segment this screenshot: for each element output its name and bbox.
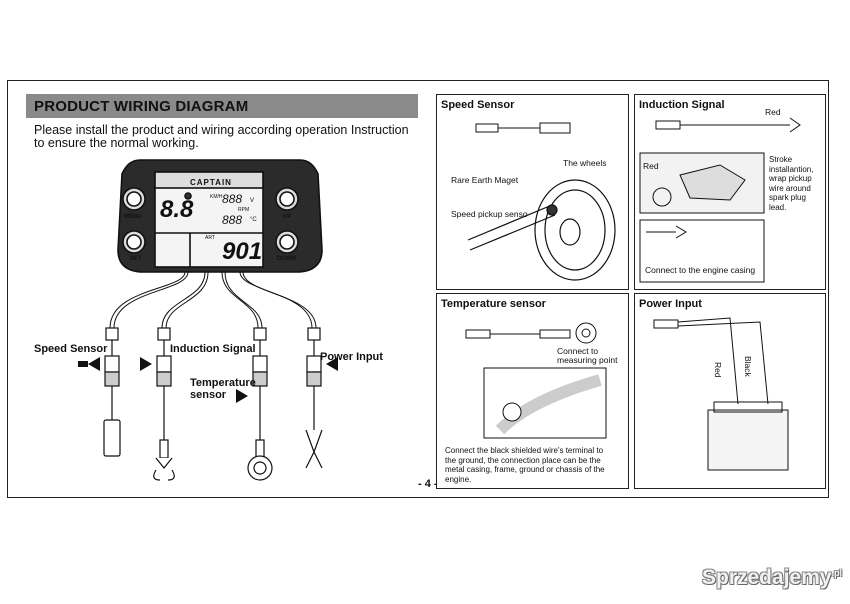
label-wheels: The wheels — [563, 158, 607, 168]
harness-wires — [109, 271, 317, 329]
label-magnet: Rare Earth Maget — [451, 175, 519, 185]
label-red-inset: Red — [643, 161, 659, 171]
up-button-label[interactable]: UP — [283, 214, 292, 220]
panel-induction-title: Induction Signal — [639, 99, 725, 111]
intro-line-1: Please install the product and wiring ac… — [34, 123, 409, 137]
lcd-volt: 888 — [222, 192, 243, 206]
temperature-note-line-4: engine. — [445, 474, 472, 484]
set-button-label[interactable]: SET — [130, 256, 142, 262]
panel-power-input: Power Input Red Black — [634, 293, 826, 489]
temperature-sensor-art — [465, 322, 607, 439]
lcd-rpm: 888 — [222, 213, 243, 227]
panel-speed-sensor: Speed Sensor The wheels Rare Earth Maget… — [436, 94, 629, 290]
watermark-logo: Sprzedajemy.pl — [702, 566, 842, 590]
intro-line-2: to ensure the normal working. — [34, 136, 199, 150]
connectors — [103, 327, 323, 481]
lcd-speed-unit: KM/H — [210, 194, 223, 200]
panel-induction-signal: Induction Signal Red Red Stroke installa… — [634, 94, 826, 290]
stroke-note: Stroke installantion, wrap pickup wire a… — [769, 155, 813, 212]
temperature-note-line-3: metal casing, frame, ground or chassis o… — [445, 465, 605, 474]
lcd-deg: °C — [250, 217, 257, 223]
temperature-note: Connect the black shielded wire's termin… — [445, 446, 605, 484]
label-speed-sensor: Speed Sensor — [34, 343, 108, 355]
label-temperature-1: Temperature — [190, 377, 256, 389]
panel-speed-title: Speed Sensor — [441, 99, 515, 111]
connect-line-1: Connect to — [557, 346, 599, 356]
label-power-input: Power Input — [320, 351, 383, 363]
device-brand: CAPTAIN — [190, 178, 232, 187]
section-header-title: PRODUCT WIRING DIAGRAM — [34, 98, 249, 115]
lcd-speed: 8.8 — [160, 196, 194, 223]
stroke-note-line-4: wire around — [769, 183, 811, 193]
wire-black-label: Black — [743, 356, 753, 377]
label-temperature-2: sensor — [190, 389, 227, 401]
label-red-top: Red — [765, 107, 781, 117]
down-button-label[interactable]: DOWN — [277, 256, 296, 262]
casing-note: Connect to the engine casing — [645, 265, 756, 275]
menu-button-label[interactable]: MENU — [124, 214, 142, 220]
intro-text: Please install the product and wiring ac… — [34, 124, 424, 150]
induction-pickup — [639, 117, 801, 283]
lcd-time: 901 — [222, 238, 263, 265]
stroke-note-line-1: Stroke — [769, 155, 793, 164]
panel-temperature-sensor: Temperature sensor Connect to measuring … — [436, 293, 629, 489]
wheel-illustration — [467, 179, 616, 281]
stroke-note-line-3: wrap pickup — [769, 174, 812, 183]
stroke-note-line-2: installantion, — [769, 164, 814, 174]
gauge-device — [117, 159, 323, 273]
wire-red-label: Red — [713, 362, 723, 378]
lcd-volt-unit: V — [250, 198, 255, 204]
watermark-suffix: .pl — [831, 568, 843, 578]
page-number: - 4 - — [418, 478, 438, 490]
battery-art — [653, 317, 789, 471]
connect-line-2: measuring point — [557, 355, 618, 365]
watermark-text: Sprzedajemy — [702, 566, 832, 589]
lcd-art: ART — [205, 235, 215, 241]
temperature-note-line-1: Connect the black shielded wire's termin… — [445, 446, 604, 455]
section-header: PRODUCT WIRING DIAGRAM — [26, 94, 418, 118]
stroke-note-line-5: spark plug — [769, 193, 806, 202]
stroke-note-line-6: lead. — [769, 202, 787, 212]
panel-power-title: Power Input — [639, 298, 702, 310]
panel-temperature-title: Temperature sensor — [441, 298, 546, 310]
label-induction-signal: Induction Signal — [170, 343, 256, 355]
label-pickup: Speed pickup senso — [451, 209, 528, 219]
pointer-arrows — [78, 357, 338, 403]
manual-page-frame — [7, 80, 829, 498]
temperature-note-line-2: the ground, the connection place can be … — [445, 455, 601, 465]
lcd-rpm-unit: RPM — [238, 207, 250, 213]
speed-sensor-cable — [475, 122, 571, 134]
